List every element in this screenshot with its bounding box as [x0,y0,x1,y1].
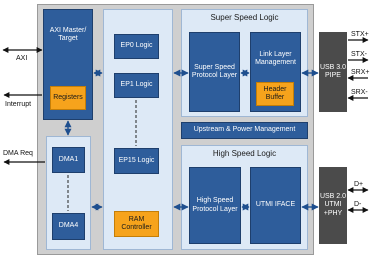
stx-minus-label: STX- [351,51,367,58]
dma1-box: DMA1 [52,147,85,173]
registers-box: Registers [50,86,86,110]
interrupt-label: Interrupt [5,101,32,108]
srx-plus-label: SRX+ [351,69,370,76]
ep1-logic-box: EP1 Logic [114,73,159,98]
usb20-utmi-phy-block: USB 2.0 UTMI +PHY [319,167,347,244]
utmi-iface-block: UTMI IFACE [250,167,301,244]
axi-label: AXI [16,55,28,62]
super-speed-protocol-layer: Super Speed Protocol Layer [189,32,240,112]
link-layer-label: Link Layer Management [255,50,296,66]
stx-plus-label: STX+ [351,31,369,38]
ep15-logic-box: EP15 Logic [114,148,159,174]
ram-controller-box: RAM Controller [114,211,159,237]
ep0-logic-box: EP0 Logic [114,34,159,59]
upstream-power-management-bar: Upstream & Power Management [181,122,308,139]
high-speed-title: High Speed Logic [212,149,277,159]
dma4-box: DMA4 [52,213,85,240]
d-minus-label: D- [354,201,362,208]
high-speed-protocol-layer: High Speed Protocol Layer [189,167,241,244]
d-plus-label: D+ [354,181,364,188]
srx-minus-label: SRX- [351,89,368,96]
usb30-pipe-block: USB 3.0 PIPE [319,32,347,112]
super-speed-title: Super Speed Logic [210,13,279,23]
header-buffer-box: Header Buffer [256,82,294,106]
dma-req-label: DMA Req [3,150,33,157]
axi-block-label: AXI Master/ Target [49,26,87,42]
